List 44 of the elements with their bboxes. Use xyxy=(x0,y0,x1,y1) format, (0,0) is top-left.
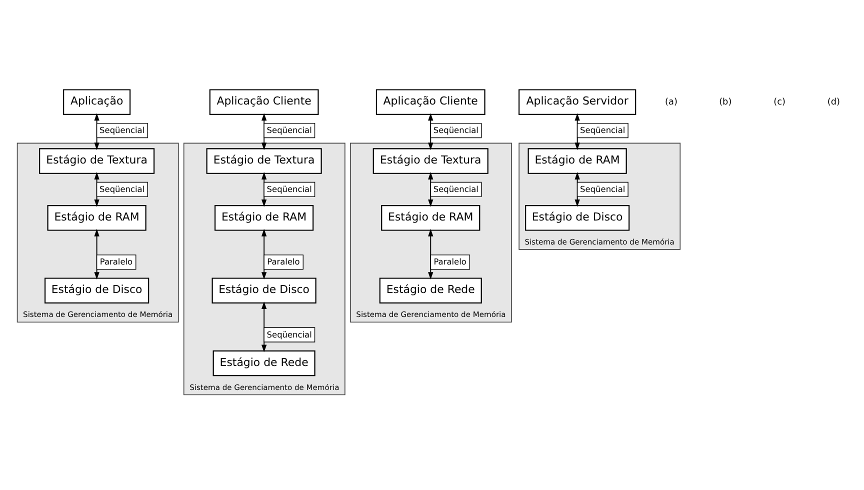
edge-label: Paralelo xyxy=(100,256,133,267)
label: (a) xyxy=(665,97,678,108)
node-box: Estágio de Textura xyxy=(206,148,322,174)
arrow xyxy=(261,228,267,280)
node-box: Aplicação Cliente xyxy=(376,89,486,115)
node-box: Estágio de Disco xyxy=(525,205,630,231)
node-box: Estágio de Rede xyxy=(212,350,316,376)
arrow xyxy=(94,228,100,280)
label: (c) xyxy=(774,97,786,108)
node-box: Aplicação Servidor xyxy=(518,89,636,115)
node-box: Estágio de RAM xyxy=(214,205,314,231)
label: (d) xyxy=(827,97,840,108)
edge-label: Seqüencial xyxy=(266,184,312,194)
node-box: Aplicação Cliente xyxy=(209,89,319,115)
arrow xyxy=(94,113,100,150)
node-box: Estágio de RAM xyxy=(47,205,146,231)
arrow xyxy=(261,302,267,352)
node-box: Estágio de Textura xyxy=(372,148,488,174)
node-box: Estágio de RAM xyxy=(381,205,480,231)
edge-label: Seqüencial xyxy=(580,124,626,135)
arrow xyxy=(574,113,580,150)
edge-label: Seqüencial xyxy=(580,184,626,194)
arrow xyxy=(428,228,434,280)
edge-label: Seqüencial xyxy=(433,124,478,135)
arrow xyxy=(428,113,434,150)
arrow xyxy=(261,172,267,207)
node-box: Estágio de Textura xyxy=(39,148,155,174)
edge-label: Seqüencial xyxy=(100,124,145,135)
label: (b) xyxy=(719,97,732,108)
arrow xyxy=(428,172,434,207)
arrow xyxy=(574,172,580,207)
node-box: Estágio de Rede xyxy=(379,278,482,304)
edge-label: Paralelo xyxy=(434,256,466,267)
edge-label: Seqüencial xyxy=(266,329,312,340)
node-box: Estágio de RAM xyxy=(528,148,627,174)
edge-label: Seqüencial xyxy=(100,184,145,194)
node-box: Estágio de Disco xyxy=(44,278,150,304)
edge-label: Seqüencial xyxy=(433,184,478,194)
node-box: Aplicação xyxy=(63,89,131,115)
arrow xyxy=(261,113,267,150)
edge-label: Paralelo xyxy=(267,256,300,267)
arrow xyxy=(94,172,100,207)
node-box: Estágio de Disco xyxy=(212,278,316,304)
edge-label: Seqüencial xyxy=(266,124,312,135)
